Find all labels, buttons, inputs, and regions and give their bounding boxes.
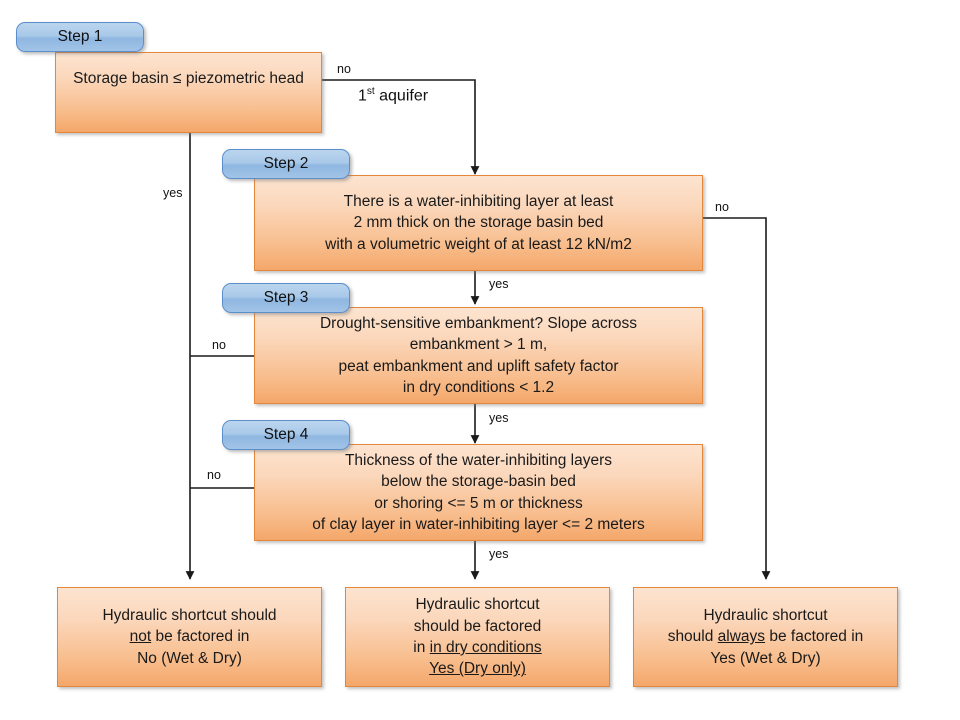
pill-step1[interactable]: Step 1 — [16, 22, 144, 52]
edge-label-step2-yes: yes — [489, 277, 509, 291]
edge-label-step1-yes: yes — [163, 186, 183, 200]
node-outcome-always[interactable]: Hydraulic shortcut should always be fact… — [633, 587, 898, 687]
outcome-2-text: Hydraulic shortcut should be factored in… — [413, 596, 542, 678]
pill-step2[interactable]: Step 2 — [222, 149, 350, 179]
node-step4[interactable]: Thickness of the water-inhibiting layers… — [254, 444, 703, 541]
node-outcome-dry-only[interactable]: Hydraulic shortcut should be factored in… — [345, 587, 610, 687]
node-step3[interactable]: Drought-sensitive embankment? Slope acro… — [254, 307, 703, 404]
edge-label-step4-no: no — [207, 468, 221, 482]
node-step1-text: Storage basin ≤ piezometric head — [73, 69, 304, 87]
outcome-3-text: Hydraulic shortcut should always be fact… — [667, 606, 864, 667]
node-outcome-not-factored[interactable]: Hydraulic shortcut should not be factore… — [57, 587, 322, 687]
node-step2-text: There is a water-inhibiting layer at lea… — [325, 192, 632, 253]
pill-step3[interactable]: Step 3 — [222, 283, 350, 313]
edge-label-step4-yes: yes — [489, 547, 509, 561]
edge-label-step1-no: no — [337, 62, 351, 76]
outcome-1-text: Hydraulic shortcut should not be factore… — [102, 606, 277, 667]
pill-step4-label: Step 4 — [263, 426, 309, 443]
edge-label-step3-yes: yes — [489, 411, 509, 425]
pill-step2-label: Step 2 — [263, 155, 309, 172]
node-step1[interactable]: Storage basin ≤ piezometric head — [55, 52, 322, 133]
edge-label-step2-no: no — [715, 200, 729, 214]
node-step4-text: Thickness of the water-inhibiting layers… — [312, 451, 645, 533]
node-step3-text: Drought-sensitive embankment? Slope acro… — [319, 314, 638, 396]
pill-step3-label: Step 3 — [263, 289, 309, 306]
edge-step2-no — [703, 217, 771, 580]
edge-label-step3-no: no — [212, 338, 226, 352]
pill-step4[interactable]: Step 4 — [222, 420, 350, 450]
pill-step1-label: Step 1 — [57, 28, 103, 45]
node-step2[interactable]: There is a water-inhibiting layer at lea… — [254, 175, 703, 271]
edge-label-first-aquifer: 1st aquifer — [358, 86, 429, 105]
